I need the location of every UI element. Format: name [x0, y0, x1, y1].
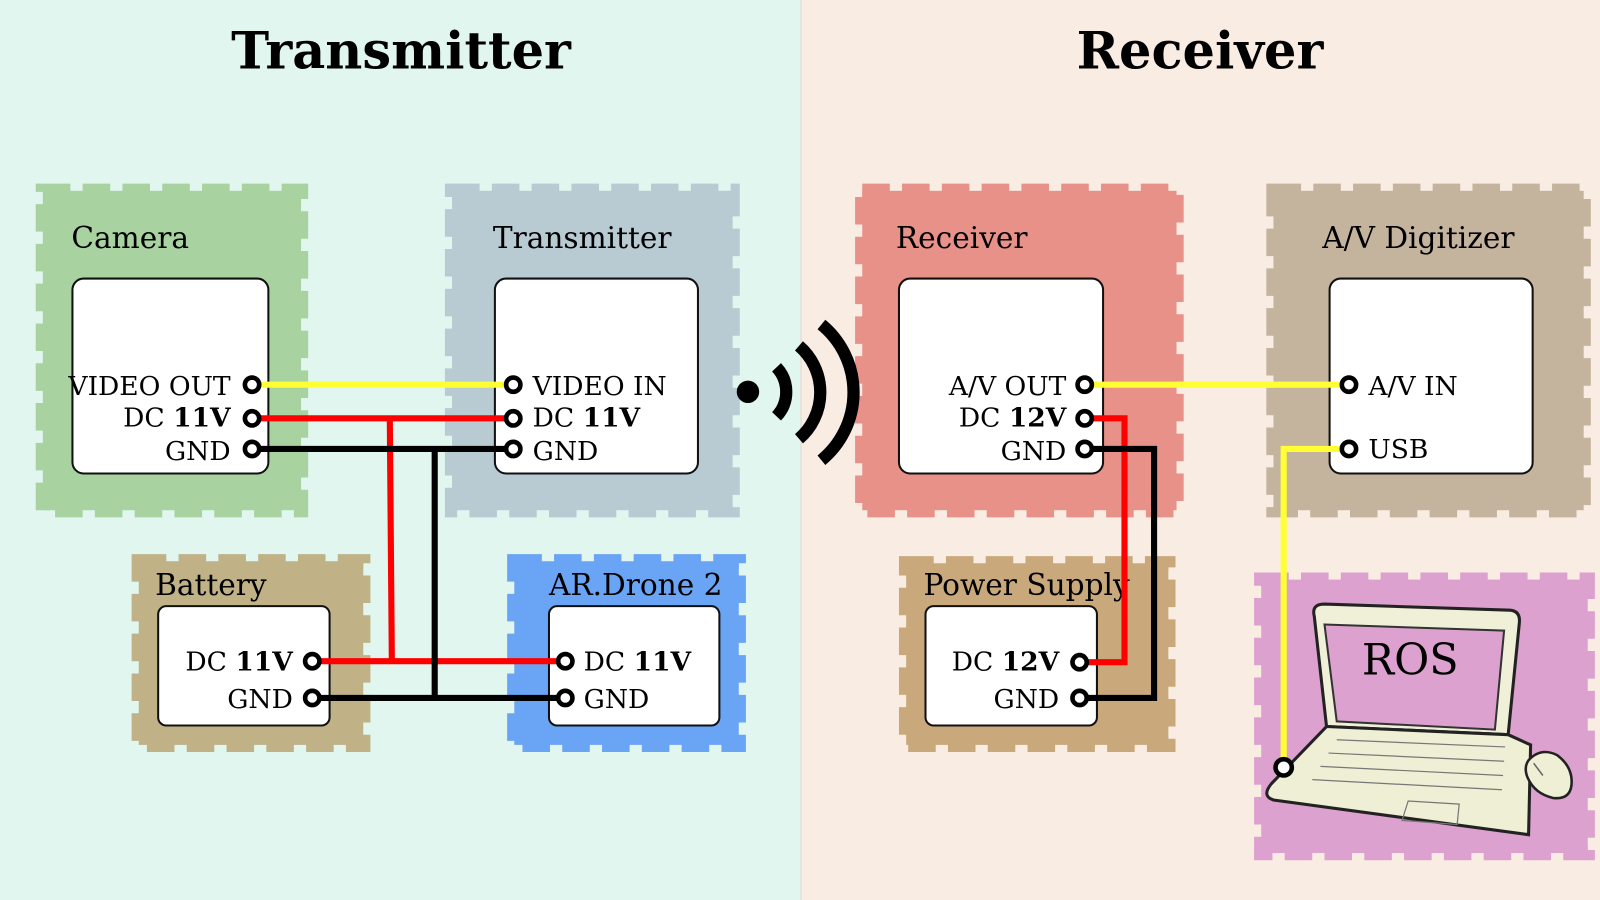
battery-module: Battery DC 11V GND — [131, 554, 371, 753]
digitizer-module: A/V Digitizer A/V IN USB — [1266, 183, 1591, 518]
transmitter-port-video-in-label: VIDEO IN — [532, 371, 667, 402]
digitizer-port-av-in-label: A/V IN — [1367, 371, 1457, 402]
power-supply-gnd-jack[interactable] — [1070, 688, 1090, 708]
digitizer-port-usb-label: USB — [1368, 434, 1428, 465]
power-supply-label: Power Supply — [923, 568, 1130, 602]
transmitter-port-gnd-label: GND — [533, 436, 599, 467]
wire-ground-receiver-supply — [1079, 445, 1158, 702]
receiver-av-out-jack[interactable] — [1075, 375, 1095, 395]
receiver-dc-jack[interactable] — [1075, 408, 1095, 428]
battery-device-box — [157, 605, 331, 727]
camera-dc-jack[interactable] — [242, 408, 262, 428]
ardrone-tile-border — [507, 554, 746, 753]
digitizer-av-in-jack[interactable] — [1339, 375, 1359, 395]
receiver-port-gnd-label: GND — [1001, 436, 1067, 467]
camera-tile-border — [35, 183, 309, 518]
digitizer-tile-border — [1266, 183, 1591, 518]
battery-label: Battery — [155, 568, 267, 602]
camera-module: Camera VIDEO OUT DC 11V GND — [35, 183, 309, 518]
laptop-screen — [1323, 623, 1506, 731]
digitizer-device-box — [1328, 277, 1534, 475]
battery-port-gnd-label: GND — [227, 684, 293, 715]
ardrone-dc-jack[interactable] — [555, 651, 575, 671]
camera-video-out-jack[interactable] — [242, 375, 262, 395]
receiver-section-title: Receiver — [1077, 21, 1325, 81]
digitizer-usb-jack[interactable] — [1339, 439, 1359, 459]
ardrone-port-dc-label: DC 11V — [584, 646, 692, 677]
wireless-signal-icon — [736, 319, 860, 465]
laptop-module: ROS — [1254, 572, 1595, 861]
port-jacks — [242, 375, 1359, 778]
camera-port-video-out-label: VIDEO OUT — [67, 371, 230, 402]
battery-port-dc-label: DC 11V — [185, 646, 293, 677]
wire-power-receiver-supply — [1079, 415, 1128, 666]
laptop-tile-border — [1254, 572, 1595, 861]
receiver-label: Receiver — [896, 221, 1029, 255]
ardrone-label: AR.Drone 2 — [548, 568, 722, 602]
wire-usb-digitizer-laptop — [1280, 445, 1349, 768]
ardrone-module: AR.Drone 2 DC 11V GND — [507, 554, 746, 753]
receiver-port-av-out-label: A/V OUT — [948, 371, 1067, 402]
camera-label: Camera — [71, 221, 189, 255]
ardrone-gnd-jack[interactable] — [555, 688, 575, 708]
transmitter-tile-border — [444, 183, 740, 518]
wires — [252, 381, 1349, 768]
camera-device-box — [71, 277, 270, 475]
transmitter-section-title: Transmitter — [231, 21, 572, 81]
battery-tile-border — [131, 554, 371, 753]
camera-gnd-jack[interactable] — [242, 439, 262, 459]
laptop-usb-jack[interactable] — [1273, 756, 1295, 778]
battery-dc-jack[interactable] — [302, 651, 322, 671]
receiver-gnd-jack[interactable] — [1075, 439, 1095, 459]
laptop-icon — [1265, 602, 1533, 837]
power-supply-dc-jack[interactable] — [1070, 652, 1090, 672]
power-supply-port-dc-label: DC 12V — [952, 646, 1060, 677]
receiver-port-dc-label: DC 12V — [959, 403, 1067, 434]
receiver-device-box — [897, 277, 1105, 475]
transmitter-gnd-jack[interactable] — [503, 439, 523, 459]
transmitter-dc-jack[interactable] — [503, 408, 523, 428]
transmitter-port-dc-label: DC 11V — [533, 403, 641, 434]
power-supply-module: Power Supply DC 12V GND — [898, 556, 1176, 753]
camera-port-dc-label: DC 11V — [123, 403, 231, 434]
wire-power-bus-drop — [386, 418, 395, 662]
camera-port-gnd-label: GND — [165, 436, 231, 467]
laptop-screen-text: ROS — [1362, 635, 1459, 685]
receiver-module: Receiver A/V OUT DC 12V GND — [855, 183, 1184, 518]
transmitter-module: Transmitter VIDEO IN DC 11V GND — [444, 183, 740, 518]
digitizer-label: A/V Digitizer — [1321, 221, 1515, 255]
transmitter-device-box — [493, 277, 699, 475]
transmitter-label: Transmitter — [493, 221, 673, 255]
power-supply-device-box — [924, 605, 1098, 727]
ardrone-port-gnd-label: GND — [584, 684, 650, 715]
battery-gnd-jack[interactable] — [302, 688, 322, 708]
transmitter-video-in-jack[interactable] — [503, 375, 523, 395]
ardrone-device-box — [547, 605, 721, 727]
power-supply-tile-border — [898, 556, 1176, 753]
power-supply-port-gnd-label: GND — [994, 684, 1060, 715]
mouse-icon — [1524, 750, 1573, 800]
